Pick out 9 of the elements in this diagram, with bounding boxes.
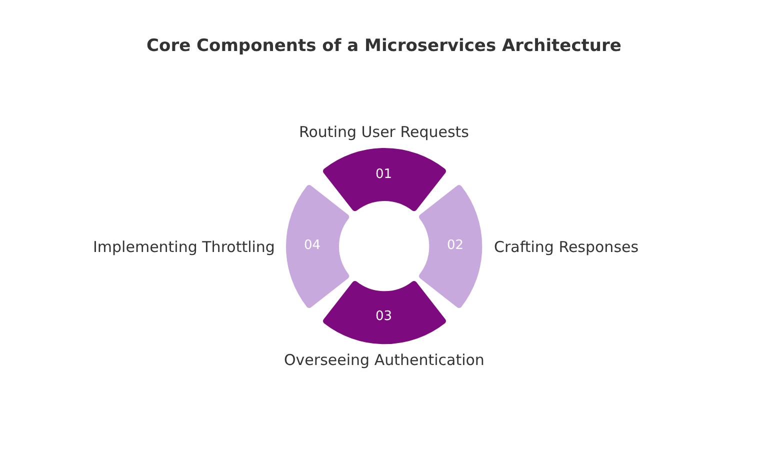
step-number: 01	[375, 166, 392, 182]
step-label: Implementing Throttling	[93, 238, 275, 256]
step-number: 03	[375, 309, 392, 324]
step-number: 02	[446, 238, 464, 253]
step-label: Overseeing Authentication	[284, 351, 484, 369]
step-label: Crafting Responses	[494, 238, 639, 256]
step-label: Routing User Requests	[299, 123, 469, 141]
diagram-title: Core Components of a Microservices Architecture	[146, 36, 622, 56]
step-number: 04	[304, 238, 321, 253]
